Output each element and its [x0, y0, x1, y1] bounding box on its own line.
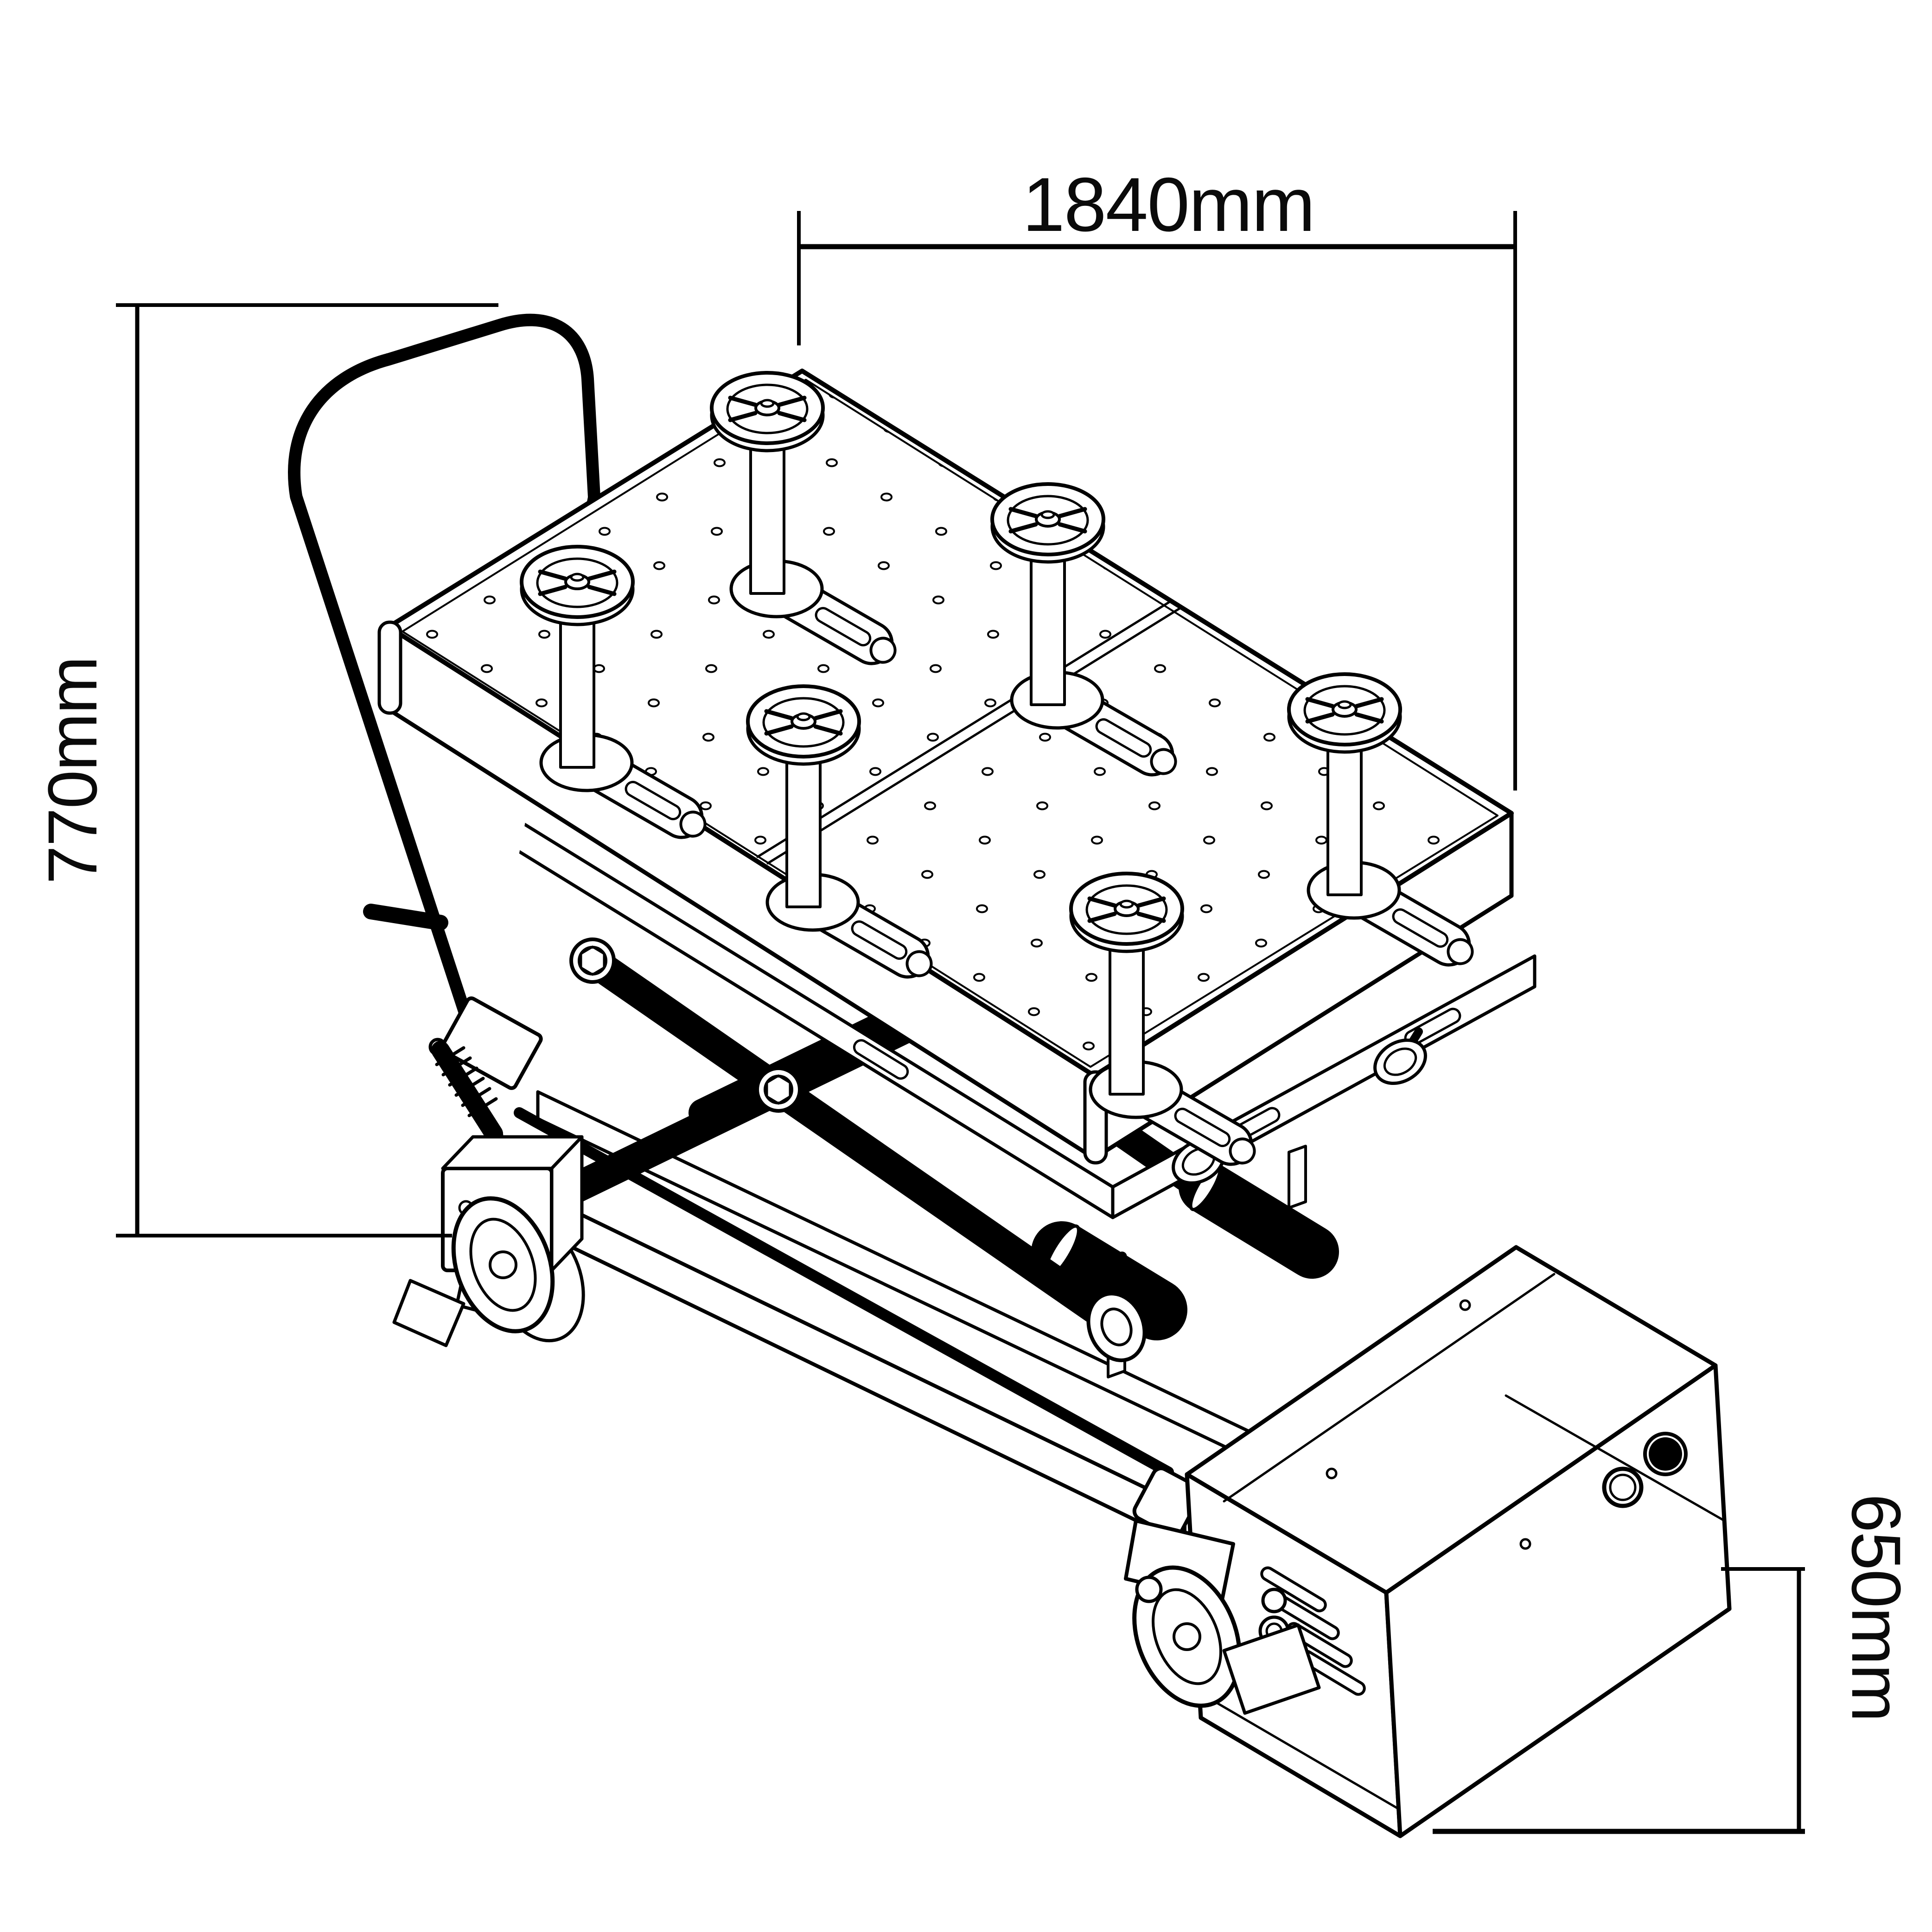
carriage-slot-left	[853, 1039, 909, 1080]
power-unit-right-face	[1384, 1363, 1732, 1838]
handle-release-pin	[363, 904, 448, 931]
table-panel-seam	[756, 599, 1173, 858]
power-unit-box	[1185, 1245, 1732, 1838]
base-tie-rod	[514, 1107, 1174, 1478]
caster-bolt	[1135, 1575, 1163, 1603]
scissor-pivot-bolt-center	[757, 1068, 800, 1111]
caster-brake-pedal	[392, 1279, 465, 1347]
power-button-black[interactable]	[1643, 1432, 1688, 1476]
scissor-roller	[1086, 1292, 1147, 1362]
dimension-top-width-label: 1840mm	[1022, 162, 1314, 247]
carriage-lock-knob-2	[1373, 1027, 1427, 1085]
dimension-left-height: 770mm	[33, 303, 498, 1237]
caster-front-left	[392, 1135, 585, 1347]
lift-actuator-cylinders	[1031, 1145, 1339, 1378]
scissor-pivot-bolt-upper-left	[571, 939, 614, 982]
caster-front-right	[1124, 1519, 1321, 1715]
caster-swivel-plate	[1222, 1623, 1321, 1715]
dimension-top-width: 1840mm	[797, 162, 1517, 791]
power-button-white[interactable]	[1602, 1467, 1644, 1508]
dimension-right-height: 650mm	[1433, 1494, 1915, 1834]
dimension-right-height-label: 650mm	[1837, 1494, 1915, 1721]
table-corner-cap-left	[377, 620, 402, 715]
dimension-left-height-label: 770mm	[33, 657, 111, 884]
